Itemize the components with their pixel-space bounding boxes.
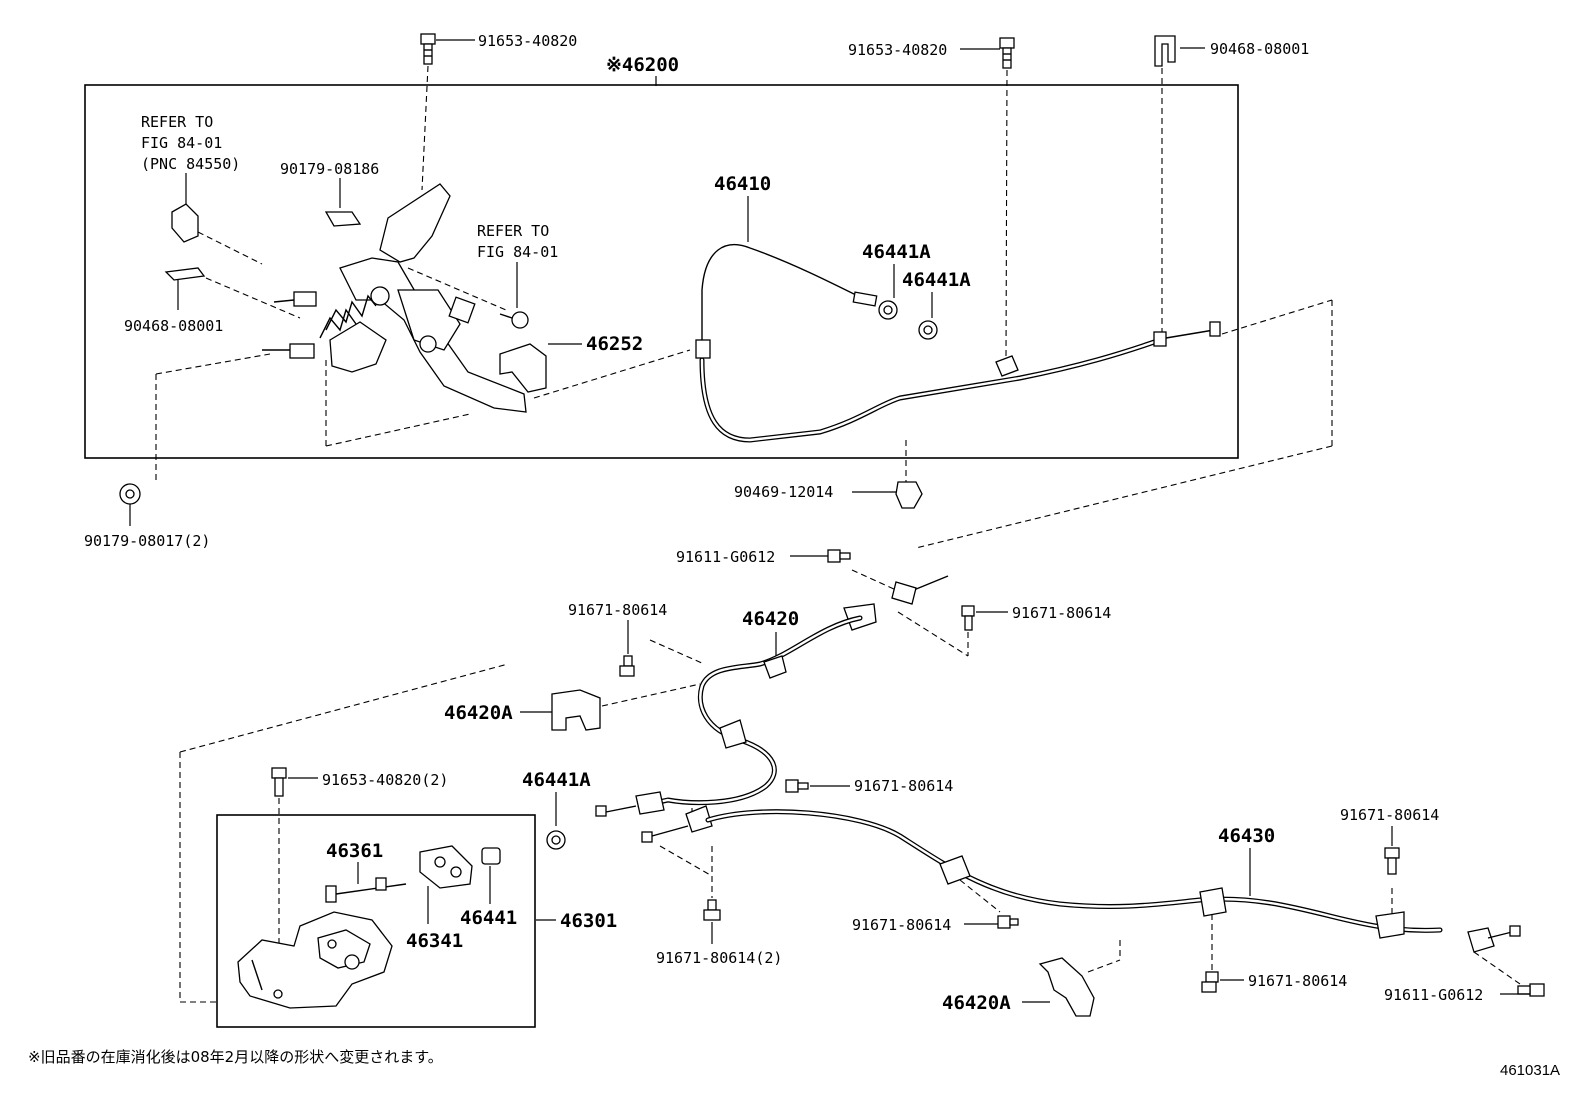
label-46252[interactable]: 46252 xyxy=(586,333,643,355)
lever-icon xyxy=(419,845,473,889)
refer-text-a-line1: REFER TO xyxy=(141,113,213,131)
rod-icon xyxy=(325,877,407,903)
label-46200[interactable]: ※46200 xyxy=(606,54,679,76)
bolt-icon xyxy=(271,767,287,797)
refer-text-a-line2: FIG 84-01 xyxy=(141,134,222,152)
figure-code: 461031A xyxy=(1500,1062,1561,1079)
label-46441[interactable]: 46441 xyxy=(460,907,517,929)
bolt-icon xyxy=(999,37,1015,69)
bolt-icon xyxy=(1384,847,1400,875)
nut-icon xyxy=(119,483,141,505)
label-bolt-91671-b[interactable]: 91671-80614 xyxy=(1012,604,1111,622)
label-bolt-91671-e[interactable]: 91671-80614 xyxy=(852,916,951,934)
bolt-icon xyxy=(499,311,529,329)
label-46441a-1[interactable]: 46441A xyxy=(862,241,931,263)
label-bolt-91611-bottom[interactable]: 91611-G0612 xyxy=(1384,986,1483,1004)
label-46361[interactable]: 46361 xyxy=(326,840,383,862)
label-bolt-top-mid[interactable]: 91653-40820 xyxy=(848,41,947,59)
bracket-icon xyxy=(551,689,601,731)
label-bolt-91671-d[interactable]: 91671-80614(2) xyxy=(656,949,782,967)
label-clip-top-right[interactable]: 90468-08001 xyxy=(1210,40,1309,58)
clip-icon xyxy=(1154,35,1176,67)
grommet-icon xyxy=(918,320,938,340)
label-46410[interactable]: 46410 xyxy=(714,173,771,195)
label-46341[interactable]: 46341 xyxy=(406,930,463,952)
bolt-icon xyxy=(420,33,436,65)
bolt-icon xyxy=(1201,971,1219,993)
label-bolt-91671-f[interactable]: 91671-80614 xyxy=(1340,806,1439,824)
label-bolt-91611-top[interactable]: 91611-G0612 xyxy=(676,548,775,566)
label-bolt-91653-2[interactable]: 91653-40820(2) xyxy=(322,771,448,789)
left-rear-cable-46420 xyxy=(595,575,949,817)
bush-icon xyxy=(481,847,501,865)
cover-icon xyxy=(499,343,547,393)
label-46420a-top[interactable]: 46420A xyxy=(444,702,513,724)
bolt-icon xyxy=(785,779,809,793)
label-46301[interactable]: 46301 xyxy=(560,910,617,932)
bolt-icon xyxy=(619,655,635,677)
right-rear-cable-46430 xyxy=(641,805,1521,953)
bolt-icon xyxy=(1517,983,1545,997)
label-46441a-2[interactable]: 46441A xyxy=(902,269,971,291)
equalizer-frame-46301 xyxy=(216,814,536,1028)
grommet-icon xyxy=(878,300,898,320)
bolt-icon xyxy=(997,915,1019,929)
parking-brake-pedal-assembly xyxy=(262,183,527,413)
label-bolt-91671-g[interactable]: 91671-80614 xyxy=(1248,972,1347,990)
nut-plate-icon xyxy=(324,211,362,227)
equalizer-bracket xyxy=(237,911,393,1009)
clip-icon xyxy=(164,267,206,281)
label-46430[interactable]: 46430 xyxy=(1218,825,1275,847)
switch-icon xyxy=(171,203,199,243)
label-clamp-90469[interactable]: 90469-12014 xyxy=(734,483,833,501)
bolt-icon xyxy=(827,549,851,563)
label-bolt-top-left[interactable]: 91653-40820 xyxy=(478,32,577,50)
refer-text-b-line1: REFER TO xyxy=(477,222,549,240)
refer-text-a-line3: (PNC 84550) xyxy=(141,155,240,173)
label-46420a-bottom[interactable]: 46420A xyxy=(942,992,1011,1014)
refer-text-b-line2: FIG 84-01 xyxy=(477,243,558,261)
bracket-icon xyxy=(1038,957,1095,1017)
label-clip-left[interactable]: 90468-08001 xyxy=(124,317,223,335)
label-46420[interactable]: 46420 xyxy=(742,608,799,630)
label-nut-bottom-left[interactable]: 90179-08017(2) xyxy=(84,532,210,550)
front-cable-46410 xyxy=(695,243,1221,443)
label-bolt-91671-a[interactable]: 91671-80614 xyxy=(568,601,667,619)
label-46441a-3[interactable]: 46441A xyxy=(522,769,591,791)
label-nut-90179-08186[interactable]: 90179-08186 xyxy=(280,160,379,178)
assembly-frame-46200 xyxy=(84,84,1239,459)
label-bolt-91671-c[interactable]: 91671-80614 xyxy=(854,777,953,795)
clamp-icon xyxy=(895,481,923,509)
footnote-text: ※旧品番の在庫消化後は08年2月以降の形状へ変更されます。 xyxy=(28,1048,443,1066)
bolt-icon xyxy=(703,899,721,921)
grommet-icon xyxy=(546,830,566,850)
bolt-icon xyxy=(961,605,975,631)
